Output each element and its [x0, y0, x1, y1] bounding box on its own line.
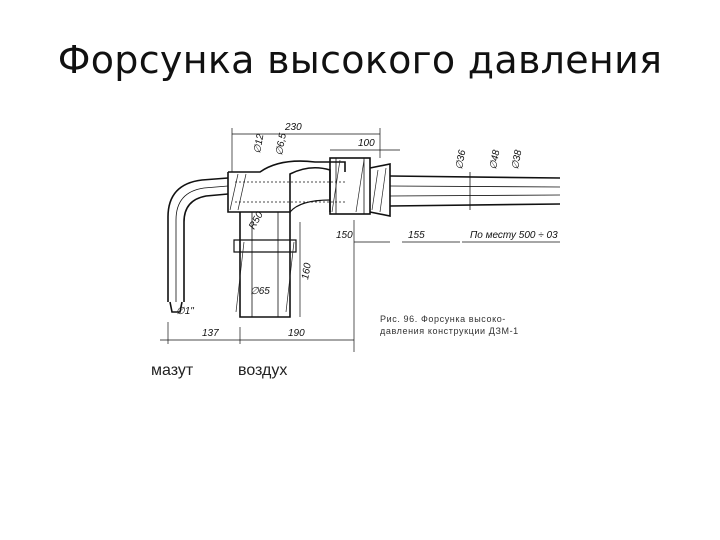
fuel-pipe-inner — [183, 193, 229, 302]
dim-d65a: ∅6,5 — [274, 132, 289, 157]
dim-d36: ∅36 — [454, 149, 468, 171]
dim-r50: R50 — [247, 210, 266, 232]
dim-190: 190 — [288, 328, 305, 339]
nozzle-drawing: 230 100 ∅12 ∅6,5 ∅36 ∅48 ∅38 R50 150 155… — [160, 122, 561, 352]
slide-title: Форсунка высокого давления — [57, 38, 663, 82]
air-pipe-bend — [289, 199, 331, 213]
dim-150: 150 — [336, 230, 353, 241]
barrel-top — [389, 175, 561, 179]
dim-d38: ∅38 — [510, 149, 524, 171]
label-fuel: мазут — [151, 362, 194, 379]
fuel-pipe-tip — [169, 301, 183, 313]
dim-d48: ∅48 — [488, 149, 502, 171]
dim-230: 230 — [284, 122, 302, 133]
dim-137: 137 — [202, 328, 219, 339]
main-body-top — [228, 160, 346, 173]
air-pipe-flange — [233, 239, 297, 253]
air-pipe — [239, 212, 291, 318]
dim-d12: ∅12 — [252, 133, 266, 155]
main-body — [227, 166, 331, 213]
dim-160: 160 — [300, 262, 314, 281]
caption-line-1: Рис. 96. Форсунка высоко- — [380, 314, 506, 324]
caption-line-2: давления конструкции ДЗМ-1 — [380, 326, 519, 336]
dim-d65b: ∅65 — [250, 286, 270, 297]
dim-155: 155 — [408, 230, 425, 241]
fuel-pipe-core — [175, 185, 229, 302]
fuel-pipe-outer — [167, 177, 229, 302]
flange — [329, 157, 371, 215]
dim-note: По месту 500 ÷ 03 — [470, 230, 558, 241]
label-air: воздух — [238, 362, 288, 379]
dim-100: 100 — [358, 138, 375, 149]
dim-d1: ∅1" — [176, 306, 194, 317]
barrel-bottom — [389, 203, 561, 207]
coupling — [369, 163, 391, 217]
